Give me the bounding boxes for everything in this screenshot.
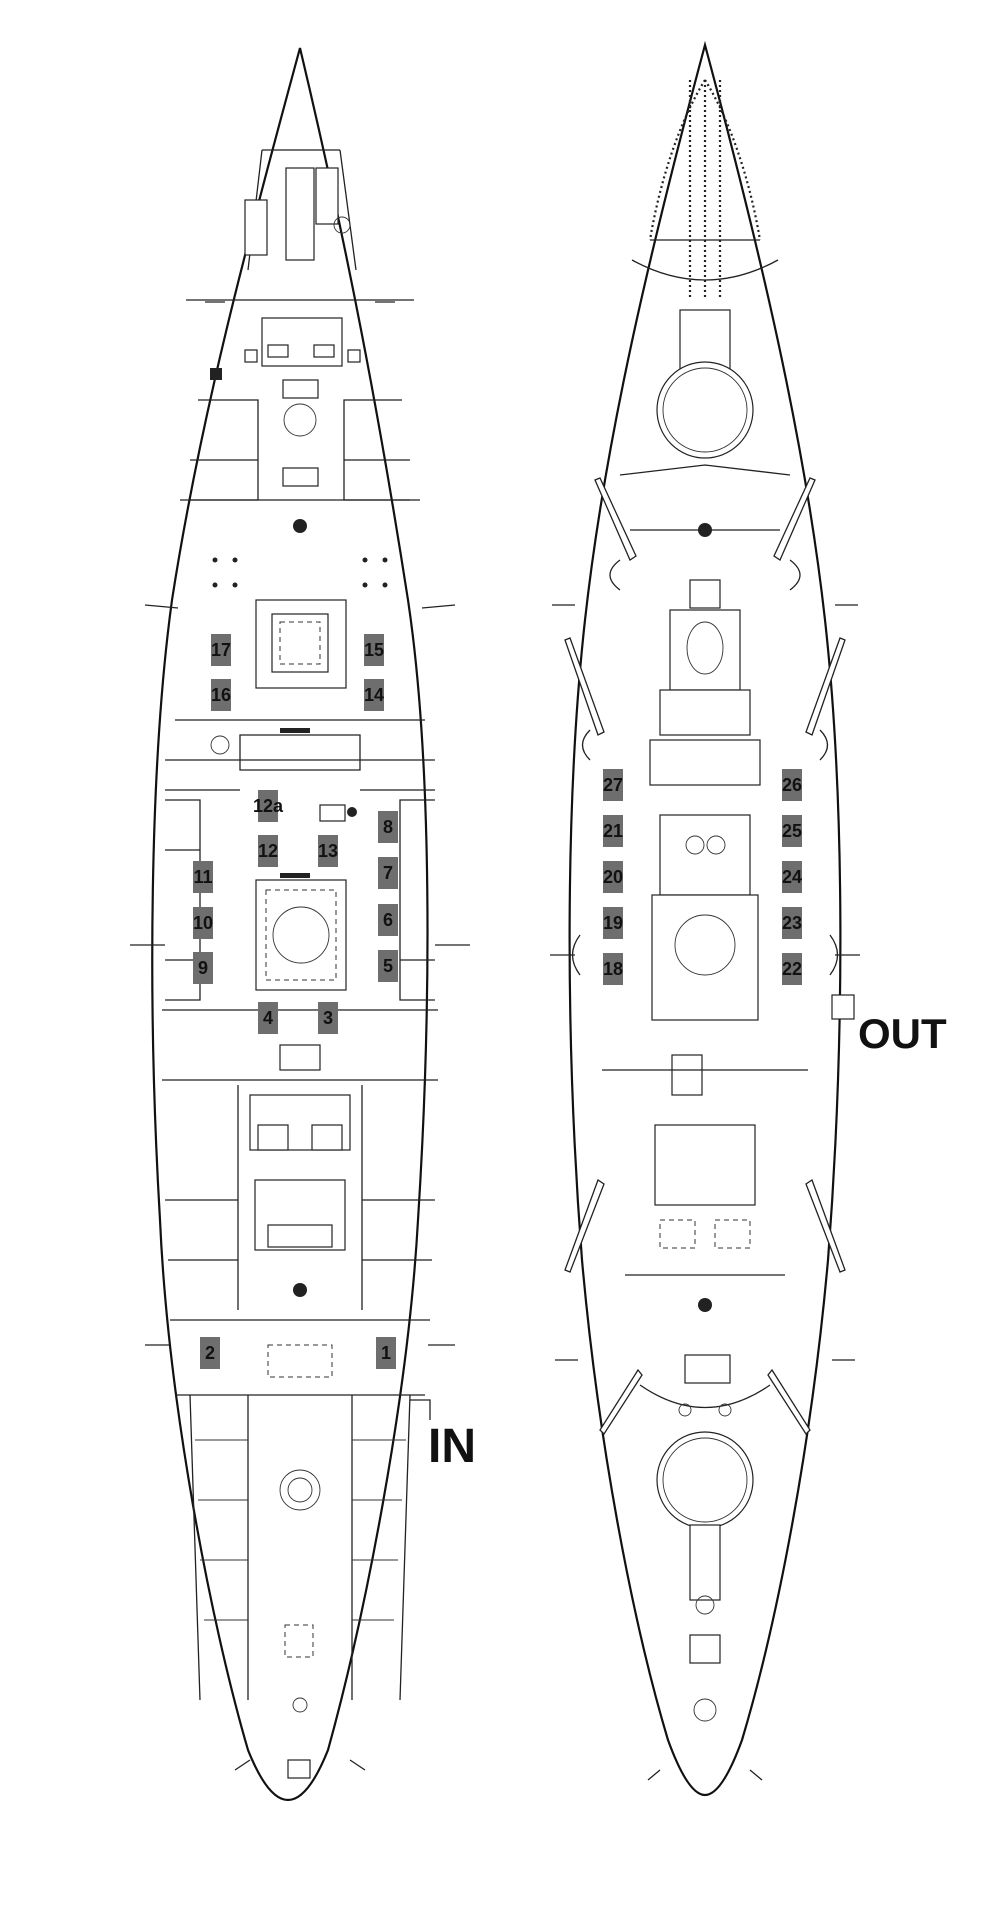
station-marker-14 — [364, 679, 384, 711]
station-label-12: 12 — [258, 841, 278, 861]
station-label-12a: 12a — [253, 796, 284, 816]
station-label-3: 3 — [323, 1008, 333, 1028]
station-marker-16 — [211, 679, 231, 711]
station-marker-18 — [603, 953, 623, 985]
station-label-18: 18 — [603, 959, 623, 979]
station-label-27: 27 — [603, 775, 623, 795]
station-label-1: 1 — [381, 1343, 391, 1363]
station-marker-4 — [258, 1002, 278, 1034]
station-label-9: 9 — [198, 958, 208, 978]
station-label-16: 16 — [211, 685, 231, 705]
station-label-23: 23 — [782, 913, 802, 933]
station-marker-2 — [200, 1337, 220, 1369]
station-label-22: 22 — [782, 959, 802, 979]
station-marker-6 — [378, 904, 398, 936]
station-label-19: 19 — [603, 913, 623, 933]
station-label-14: 14 — [364, 685, 384, 705]
station-label-2: 2 — [205, 1343, 215, 1363]
station-label-21: 21 — [603, 821, 623, 841]
station-marker-20 — [603, 861, 623, 893]
upper-deck-guns — [564, 477, 846, 1436]
station-marker-5 — [378, 950, 398, 982]
entrance-gangway — [410, 1399, 431, 1420]
station-label-8: 8 — [383, 817, 393, 837]
station-label-20: 20 — [603, 867, 623, 887]
station-label-5: 5 — [383, 956, 393, 976]
lower-deck-plan — [130, 47, 470, 1802]
station-label-26: 26 — [782, 775, 802, 795]
station-marker-17 — [211, 634, 231, 666]
station-marker-9 — [193, 952, 213, 984]
station-label-6: 6 — [383, 910, 393, 930]
station-marker-12a — [258, 790, 278, 822]
station-marker-10 — [193, 907, 213, 939]
station-marker-19 — [603, 907, 623, 939]
upper-deck-plan — [550, 40, 860, 1797]
lower-deck-guns — [130, 301, 470, 1771]
station-marker-21 — [603, 815, 623, 847]
station-marker-3 — [318, 1002, 338, 1034]
station-marker-26 — [782, 769, 802, 801]
station-marker-27 — [603, 769, 623, 801]
stanchion-dots — [212, 557, 388, 588]
station-label-25: 25 — [782, 821, 802, 841]
entrance-label: IN — [428, 1420, 476, 1473]
station-marker-12 — [258, 835, 278, 867]
station-label-11: 11 — [193, 867, 212, 887]
station-marker-24 — [782, 861, 802, 893]
station-marker-23 — [782, 907, 802, 939]
station-label-4: 4 — [263, 1008, 273, 1028]
station-marker-11 — [193, 861, 213, 893]
station-marker-1 — [376, 1337, 396, 1369]
station-label-17: 17 — [211, 640, 231, 660]
station-marker-8 — [378, 811, 398, 843]
exit-label: OUT — [858, 1010, 947, 1057]
station-marker-22 — [782, 953, 802, 985]
exit-gangway — [831, 994, 855, 1020]
station-marker-13 — [318, 835, 338, 867]
station-label-15: 15 — [364, 640, 384, 660]
station-label-10: 10 — [193, 913, 213, 933]
station-marker-15 — [364, 634, 384, 666]
station-label-7: 7 — [383, 863, 393, 883]
exhibit-stations: 12345678910111212a1314151617181920212223… — [193, 634, 802, 1369]
station-label-13: 13 — [318, 841, 338, 861]
station-marker-7 — [378, 857, 398, 889]
station-label-24: 24 — [782, 867, 802, 887]
station-marker-25 — [782, 815, 802, 847]
